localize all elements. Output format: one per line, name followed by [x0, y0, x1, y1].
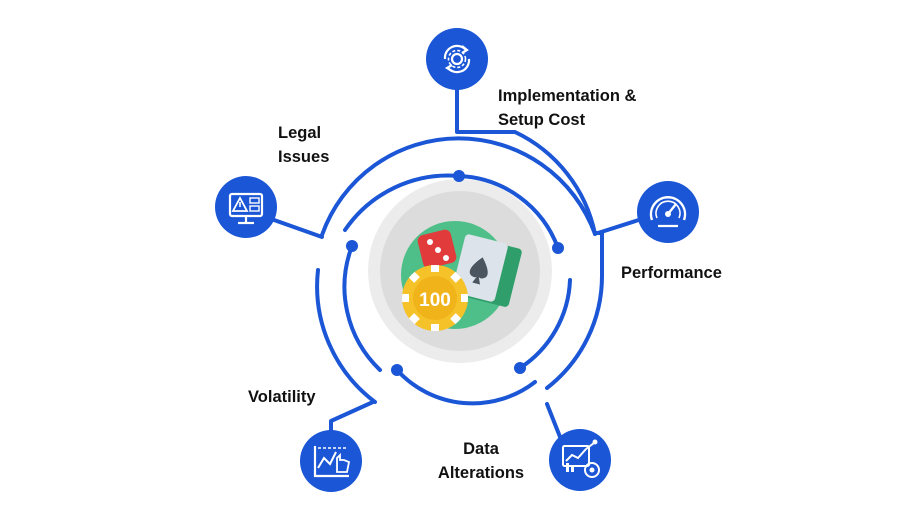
- warning-monitor-icon: [215, 176, 277, 238]
- dice: [417, 229, 457, 269]
- analytics-report-icon: [549, 429, 611, 491]
- label-line: Volatility: [248, 388, 316, 406]
- outer-arc-right: [545, 231, 605, 390]
- label-volatility: Volatility: [248, 385, 316, 409]
- label-implementation-setup-cost: Implementation & Setup Cost: [498, 84, 636, 132]
- outer-arc-top: [320, 136, 597, 237]
- connector-performance: [596, 216, 647, 235]
- playing-card: [452, 234, 508, 302]
- arc-dot-left: [346, 240, 358, 252]
- label-line: Data: [463, 440, 499, 458]
- label-line: Setup Cost: [498, 111, 586, 129]
- speedometer-icon: [637, 181, 699, 243]
- inner-arc-bottom: [395, 368, 537, 406]
- arc-dot-right: [552, 242, 564, 254]
- label-legal-issues: Legal Issues: [278, 121, 329, 169]
- label-line: Legal: [278, 124, 322, 142]
- label-line: Implementation &: [498, 87, 637, 105]
- volatility-chart-icon: [300, 430, 362, 492]
- settings-cycle-icon: [426, 28, 488, 90]
- arc-dot-top: [453, 170, 465, 182]
- inner-arc-left: [342, 244, 382, 372]
- arc-dot-bottom: [391, 364, 403, 376]
- outer-arc-bottom: [315, 268, 377, 404]
- arc-dot-lower-right: [514, 362, 526, 374]
- label-line: Alterations: [437, 464, 525, 482]
- inner-arc-top: [457, 174, 560, 250]
- label-line: Issues: [278, 148, 330, 166]
- label-line: Performance: [621, 264, 722, 282]
- inner-arc-right: [518, 278, 572, 370]
- chip-label: 100: [419, 290, 451, 311]
- casino-icon: 100: [401, 221, 522, 331]
- label-performance: Performance: [621, 261, 722, 285]
- connector-implementation: [455, 86, 597, 236]
- label-data-alterations: Data Alterations: [426, 437, 536, 485]
- inner-arc-upper-left: [343, 173, 461, 232]
